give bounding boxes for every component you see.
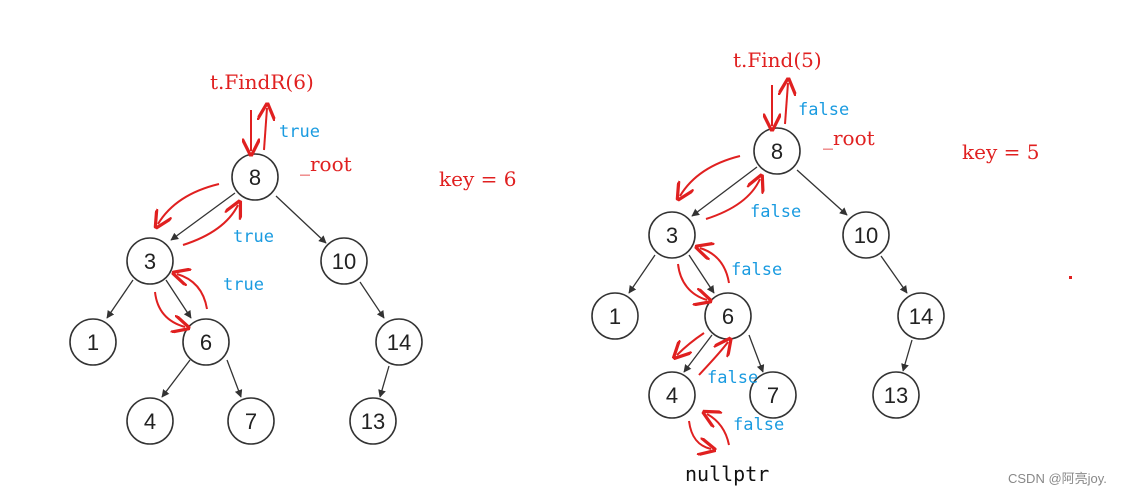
node-label: 4 — [666, 383, 678, 408]
node-label: 8 — [249, 165, 261, 190]
curved-arrow-icon — [677, 332, 705, 355]
edge-6-4 — [683, 334, 713, 373]
tree-node: 14 — [897, 292, 945, 340]
root-label: _root — [823, 126, 875, 150]
edge-8-3 — [691, 166, 758, 217]
return-value-label: false — [733, 415, 784, 435]
return-value-label: true — [223, 275, 264, 295]
edge-8-10 — [275, 195, 327, 244]
tree-node: 6 — [182, 318, 230, 366]
curved-arrow-icon — [705, 179, 760, 220]
left-edges — [106, 192, 390, 398]
node-label: 13 — [361, 409, 385, 434]
edge-10-14 — [359, 281, 385, 319]
up-arrow-icon — [785, 83, 788, 125]
left-trace-arrows — [155, 108, 267, 327]
curved-arrow-icon — [707, 414, 730, 446]
edge-6-7 — [748, 334, 765, 373]
tree-node: 10 — [842, 211, 890, 259]
tree-node: 13 — [349, 397, 397, 445]
stray-dot — [1069, 276, 1072, 279]
node-label: 7 — [767, 383, 779, 408]
edge-3-1 — [106, 279, 134, 319]
tree-node: 4 — [126, 397, 174, 445]
node-label: 14 — [909, 304, 933, 329]
tree-node: 3 — [126, 237, 174, 285]
curved-arrow-icon — [698, 342, 728, 376]
return-value-label: true — [279, 122, 320, 142]
node-label: 3 — [144, 249, 156, 274]
node-label: 13 — [884, 383, 908, 408]
return-value-label: false — [731, 260, 782, 280]
node-label: 1 — [87, 330, 99, 355]
left-tree: 8 3 10 1 6 14 4 7 13 t.FindR(6) _root ke… — [69, 70, 516, 445]
right-edges — [628, 166, 913, 373]
curved-arrow-icon — [700, 248, 730, 284]
key-label: key = 5 — [962, 140, 1039, 164]
curved-arrow-icon — [677, 263, 707, 300]
up-arrow-icon — [264, 108, 267, 151]
curved-arrow-icon — [680, 155, 741, 196]
key-label: key = 6 — [439, 167, 516, 191]
tree-node: 14 — [375, 318, 423, 366]
edge-10-14 — [880, 255, 908, 294]
edge-6-7 — [226, 359, 243, 398]
tree-node: 8 — [753, 127, 801, 175]
edge-3-1 — [628, 254, 656, 294]
edge-8-10 — [796, 169, 848, 216]
node-label: 6 — [200, 330, 212, 355]
tree-node: 3 — [648, 211, 696, 259]
right-tree: 8 3 10 1 6 14 4 7 13 t.Find(5) _root key… — [591, 48, 1072, 486]
tree-node: 8 — [231, 153, 279, 201]
node-label: 3 — [666, 223, 678, 248]
node-label: 14 — [387, 330, 411, 355]
right-trace-arrows — [677, 83, 788, 449]
curved-arrow-icon — [182, 205, 238, 246]
tree-node: 4 — [648, 371, 696, 419]
nullptr-label: nullptr — [685, 462, 769, 486]
watermark: CSDN @阿亮joy. — [1008, 471, 1107, 486]
node-label: 10 — [854, 223, 878, 248]
edge-14-13 — [901, 339, 913, 372]
call-label: t.FindR(6) — [210, 70, 314, 94]
node-label: 6 — [722, 304, 734, 329]
call-label: t.Find(5) — [733, 48, 822, 72]
return-value-label: false — [707, 368, 758, 388]
node-label: 8 — [771, 139, 783, 164]
curved-arrow-icon — [688, 420, 711, 449]
tree-node: 7 — [227, 397, 275, 445]
node-label: 7 — [245, 409, 257, 434]
curved-arrow-icon — [177, 274, 208, 310]
root-label: _root — [300, 152, 352, 176]
curved-arrow-icon — [154, 291, 185, 327]
edge-3-6 — [688, 254, 715, 294]
node-label: 10 — [332, 249, 356, 274]
edge-6-4 — [161, 359, 191, 398]
tree-node: 10 — [320, 237, 368, 285]
return-value-label: false — [750, 202, 801, 222]
edge-14-13 — [378, 365, 390, 398]
tree-node: 1 — [591, 292, 639, 340]
node-label: 1 — [609, 304, 621, 329]
return-value-label: false — [798, 100, 849, 120]
tree-node: 7 — [749, 371, 797, 419]
node-label: 4 — [144, 409, 156, 434]
return-value-label: true — [233, 227, 274, 247]
edge-3-6 — [165, 279, 192, 319]
tree-node: 6 — [704, 292, 752, 340]
tree-node: 1 — [69, 318, 117, 366]
tree-node: 13 — [872, 371, 920, 419]
curved-arrow-icon — [158, 183, 220, 224]
